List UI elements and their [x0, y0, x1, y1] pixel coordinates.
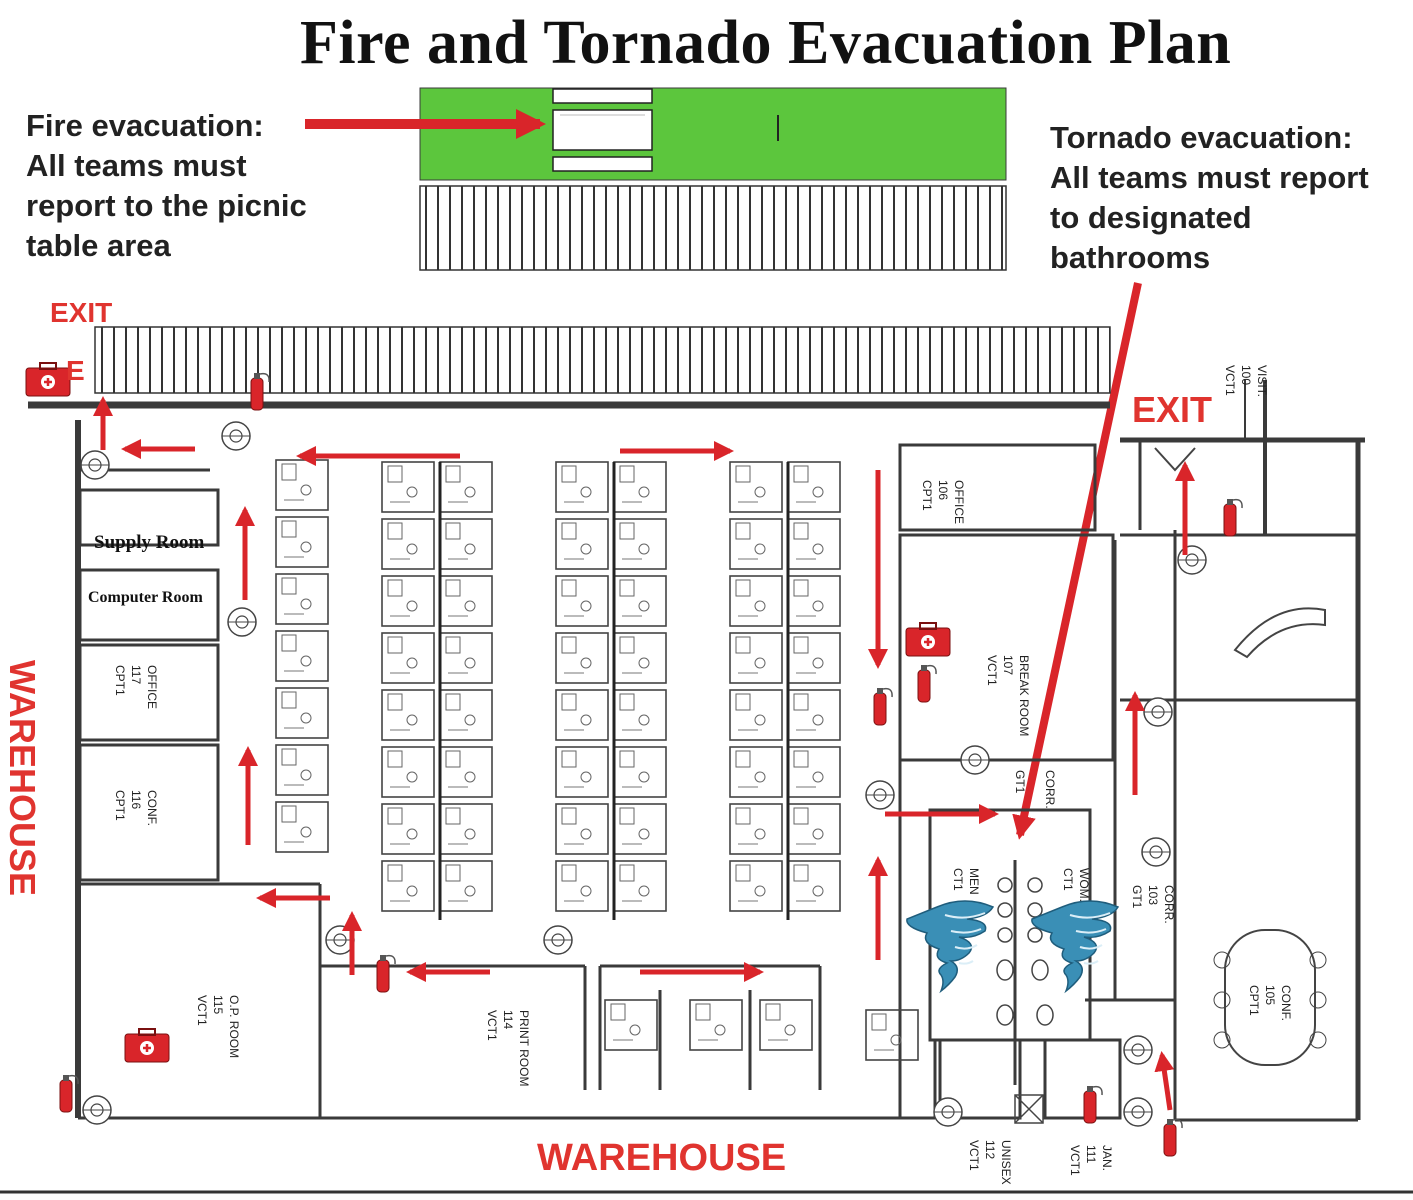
conf2-code: CPT1 — [1247, 985, 1261, 1016]
tornado-note-arrow — [1012, 282, 1142, 840]
corr1-code: GT1 — [1013, 770, 1027, 794]
picnic-lawn — [419, 87, 1007, 181]
conf2-num: 105 — [1263, 985, 1277, 1005]
evacuation-arrows — [93, 396, 1195, 1111]
exit-left-e-label: E — [66, 355, 85, 386]
women-tag: WOM. — [1077, 868, 1091, 902]
unisex-tag: UNISEX — [999, 1140, 1013, 1185]
conf-num: 116 — [129, 790, 143, 809]
tornado-note-line: bathrooms — [1050, 240, 1211, 275]
op-room-code: VCT1 — [195, 995, 209, 1026]
tornado-note-line: to designated — [1050, 200, 1252, 235]
tornado-note-line: Tornado evacuation: — [1050, 120, 1353, 155]
page-title: Fire and Tornado Evacuation Plan — [300, 9, 1232, 77]
jan-code: VCT1 — [1068, 1145, 1082, 1176]
visit-code: VCT1 — [1223, 365, 1237, 396]
unisex-num: 112 — [983, 1140, 997, 1159]
warehouse-bottom-label: WAREHOUSE — [537, 1137, 786, 1179]
break-room-tag: BREAK ROOM — [1017, 655, 1031, 736]
exit-door-swing — [1154, 447, 1196, 472]
picnic-table — [552, 88, 653, 172]
office2-num: 106 — [936, 480, 950, 500]
tornado-note-line: All teams must report — [1050, 160, 1369, 195]
exit-right-label: EXIT — [1132, 389, 1212, 430]
conf-code: CPT1 — [113, 790, 127, 821]
office-num: 117 — [129, 665, 143, 684]
unisex-code: VCT1 — [967, 1140, 981, 1171]
corr1-tag: CORR. — [1043, 770, 1057, 809]
cubicle-clusters — [275, 459, 919, 1061]
conf2-tag: CONF. — [1279, 985, 1293, 1021]
conf-tag: CONF. — [145, 790, 159, 826]
tornado-evacuation-note: Tornado evacuation: All teams must repor… — [1050, 118, 1410, 278]
parking-stripes-top — [419, 185, 1007, 271]
room-tags: OFFICE 117 CPT1 CONF. 116 CPT1 O.P. ROOM… — [113, 365, 1293, 1185]
break-room-num: 107 — [1001, 655, 1015, 675]
corr2-num: 103 — [1146, 885, 1160, 905]
women-code: CT1 — [1061, 868, 1075, 891]
office2-tag: OFFICE — [952, 480, 966, 524]
outer-walls — [28, 380, 1365, 1122]
tornado-icon-men — [905, 900, 994, 992]
jan-tag: JAN. — [1100, 1145, 1114, 1171]
warehouse-left-label: WAREHOUSE — [2, 660, 43, 896]
fire-note-line: All teams must — [26, 148, 247, 183]
men-code: CT1 — [951, 868, 965, 891]
corr2-tag: CORR. — [1162, 885, 1176, 924]
fire-evacuation-note: Fire evacuation: All teams must report t… — [26, 106, 356, 266]
jan-num: 111 — [1084, 1145, 1098, 1164]
right-rooms — [898, 440, 1358, 1120]
supply-room-label: Supply Room — [94, 532, 205, 553]
fire-note-line: report to the picnic — [26, 188, 307, 223]
visit-tag: VISIT. — [1255, 365, 1269, 397]
visit-num: 100 — [1239, 365, 1253, 385]
print-room-num: 114 — [501, 1010, 515, 1029]
parking-stripes-building — [94, 326, 1111, 394]
print-room-code: VCT1 — [485, 1010, 499, 1041]
office-code: CPT1 — [113, 665, 127, 696]
computer-room-label: Computer Room — [88, 589, 203, 606]
break-room-code: VCT1 — [985, 655, 999, 686]
bathroom-fixtures — [996, 877, 1054, 1124]
reception-desk — [1233, 607, 1326, 659]
op-room-num: 115 — [211, 995, 225, 1014]
fire-note-line: table area — [26, 228, 171, 263]
office-tag: OFFICE — [145, 665, 159, 709]
men-tag: MEN — [967, 868, 981, 895]
fire-note-line: Fire evacuation: — [26, 108, 264, 143]
print-room-tag: PRINT ROOM — [517, 1010, 531, 1086]
office2-code: CPT1 — [920, 480, 934, 511]
exit-left-label: EXIT — [50, 297, 112, 328]
first-aid-icons — [24, 361, 952, 1064]
conference-table — [1213, 929, 1327, 1066]
corr2-code: GT1 — [1130, 885, 1144, 909]
left-rooms — [78, 468, 822, 1118]
op-room-tag: O.P. ROOM — [227, 995, 241, 1058]
